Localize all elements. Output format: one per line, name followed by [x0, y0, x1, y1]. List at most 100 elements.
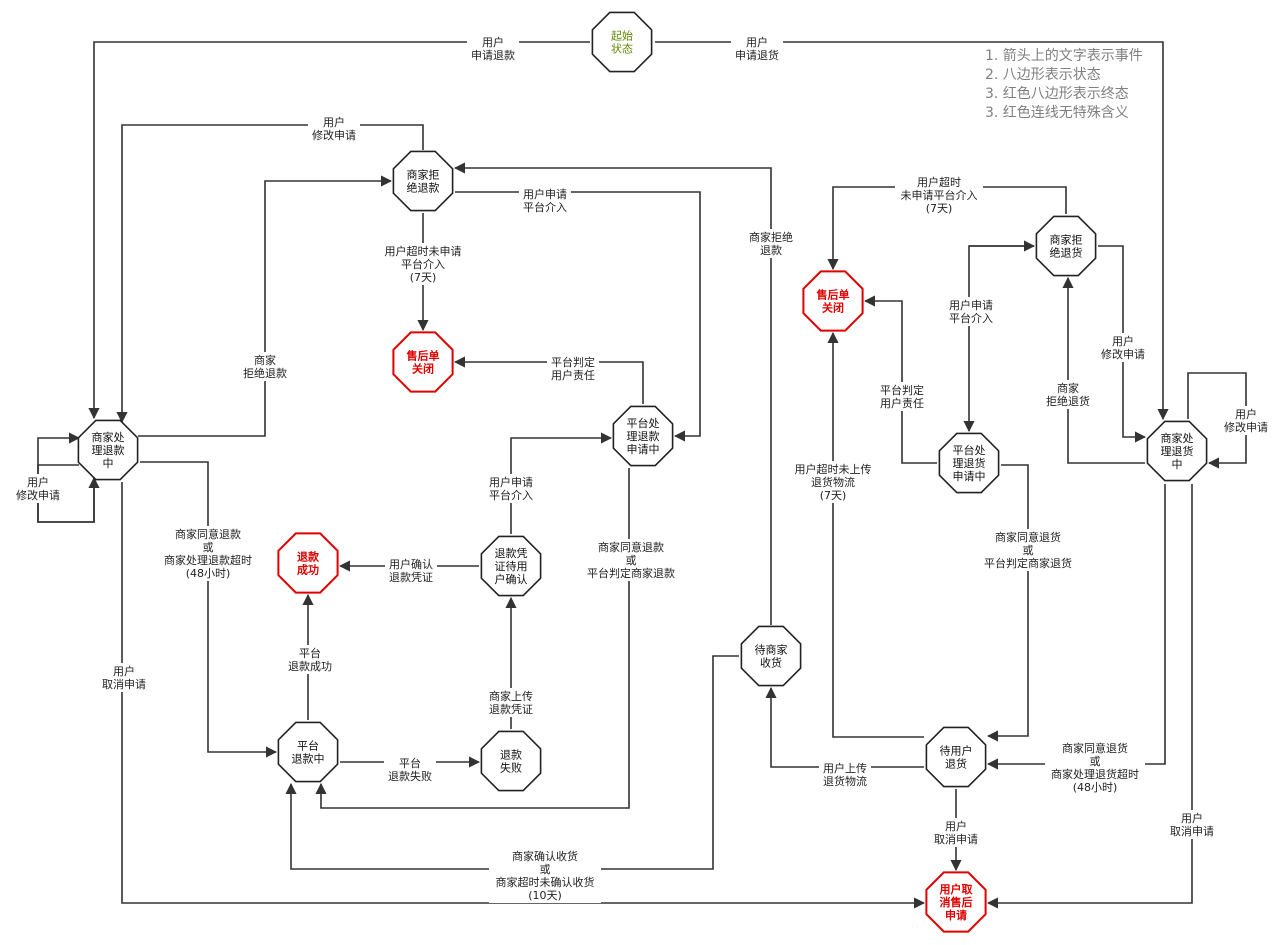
svg-text:用户上传: 用户上传: [823, 761, 867, 775]
transition-arrow: [986, 484, 1193, 909]
svg-text:退货物流: 退货物流: [811, 475, 855, 489]
svg-text:申请中: 申请中: [953, 470, 986, 483]
svg-text:用户责任: 用户责任: [880, 396, 924, 410]
svg-text:用户: 用户: [1235, 407, 1257, 421]
svg-text:平台处: 平台处: [627, 416, 660, 430]
svg-text:(48小时): (48小时): [1073, 781, 1118, 794]
svg-text:用户申请: 用户申请: [523, 187, 567, 201]
svg-text:用户超时: 用户超时: [917, 175, 961, 189]
svg-text:用户: 用户: [113, 664, 135, 678]
svg-text:平台判定: 平台判定: [551, 355, 595, 369]
svg-text:或: 或: [1023, 544, 1034, 557]
edge-labels: 用户申请退款用户申请退货用户修改申请用户申请平台介入商家拒绝退款用户超时未申请平…: [12, 34, 1272, 903]
svg-text:或: 或: [1090, 755, 1101, 768]
svg-text:未申请平台介入: 未申请平台介入: [901, 188, 978, 202]
transition-arrow: [285, 655, 739, 870]
transition-arrow: [138, 175, 393, 437]
svg-text:修改申请: 修改申请: [16, 488, 60, 502]
transition-arrow: [453, 162, 772, 625]
svg-text:商家同意退货: 商家同意退货: [1062, 741, 1128, 755]
svg-text:退款凭: 退款凭: [495, 546, 528, 560]
svg-text:待商家: 待商家: [755, 643, 788, 657]
legend-item: 2. 八边形表示状态: [985, 67, 1101, 83]
svg-text:或: 或: [203, 541, 214, 554]
svg-text:退款中: 退款中: [292, 752, 325, 766]
svg-text:申请退款: 申请退款: [471, 48, 515, 62]
svg-text:或: 或: [626, 554, 637, 567]
svg-text:起始: 起始: [611, 29, 633, 43]
svg-text:用户: 用户: [323, 115, 345, 129]
transition-arrow: [88, 41, 590, 420]
transition-arrow: [37, 432, 95, 523]
states: 起始状态商家拒绝退款售后单关闭平台处理退款申请中商家处理退款中退款成功退款凭证待…: [77, 11, 1208, 933]
svg-text:理退款: 理退款: [92, 443, 125, 457]
svg-text:退款: 退款: [500, 748, 522, 762]
transition-arrow: [453, 356, 644, 404]
svg-text:用户: 用户: [945, 819, 967, 833]
svg-text:平台介入: 平台介入: [523, 200, 567, 214]
svg-text:商家处: 商家处: [1161, 431, 1194, 445]
svg-text:取消申请: 取消申请: [1170, 824, 1214, 838]
svg-text:退货: 退货: [945, 757, 967, 771]
transition-arrow: [315, 468, 630, 809]
svg-text:取消申请: 取消申请: [102, 677, 146, 691]
svg-text:用户责任: 用户责任: [551, 368, 595, 382]
legend-item: 1. 箭头上的文字表示事件: [985, 48, 1143, 64]
svg-text:平台判定商家退款: 平台判定商家退款: [587, 566, 675, 580]
svg-text:或: 或: [540, 863, 551, 876]
svg-text:商家同意退款: 商家同意退款: [598, 540, 664, 554]
svg-text:申请: 申请: [945, 908, 967, 922]
state-refund-failed: 退款失败: [480, 730, 542, 792]
transition-arrow: [455, 191, 701, 442]
svg-text:用户申请: 用户申请: [489, 475, 533, 489]
svg-text:退款: 退款: [297, 550, 320, 564]
svg-text:失败: 失败: [500, 761, 522, 775]
svg-text:理退货: 理退货: [1161, 444, 1194, 458]
svg-text:退款凭证: 退款凭证: [389, 570, 433, 584]
svg-text:修改申请: 修改申请: [312, 128, 356, 142]
svg-text:售后单: 售后单: [406, 349, 440, 363]
svg-text:商家超时未确认收货: 商家超时未确认收货: [496, 875, 595, 889]
svg-text:证待用: 证待用: [495, 559, 528, 573]
transition-arrow: [116, 124, 424, 424]
transition-arrow: [765, 686, 924, 768]
svg-text:商家同意退货: 商家同意退货: [995, 530, 1061, 544]
svg-text:商家处理退货超时: 商家处理退货超时: [1051, 767, 1139, 781]
svg-text:中: 中: [1172, 458, 1183, 471]
svg-text:售后单: 售后单: [816, 288, 850, 302]
svg-text:取消申请: 取消申请: [934, 832, 978, 846]
state-refund-success: 退款成功: [277, 532, 339, 594]
svg-text:关闭: 关闭: [822, 301, 844, 315]
legend: 1. 箭头上的文字表示事件 2. 八边形表示状态 3. 红色八边形表示终态 3.…: [985, 47, 1143, 123]
svg-text:用户: 用户: [482, 35, 504, 49]
svg-text:(7天): (7天): [820, 489, 847, 502]
svg-text:用户超时未申请: 用户超时未申请: [385, 244, 462, 258]
svg-text:绝退款: 绝退款: [407, 181, 440, 195]
transition-arrow: [1062, 276, 1145, 464]
svg-text:用户: 用户: [27, 475, 49, 489]
svg-text:待用户: 待用户: [940, 744, 973, 758]
